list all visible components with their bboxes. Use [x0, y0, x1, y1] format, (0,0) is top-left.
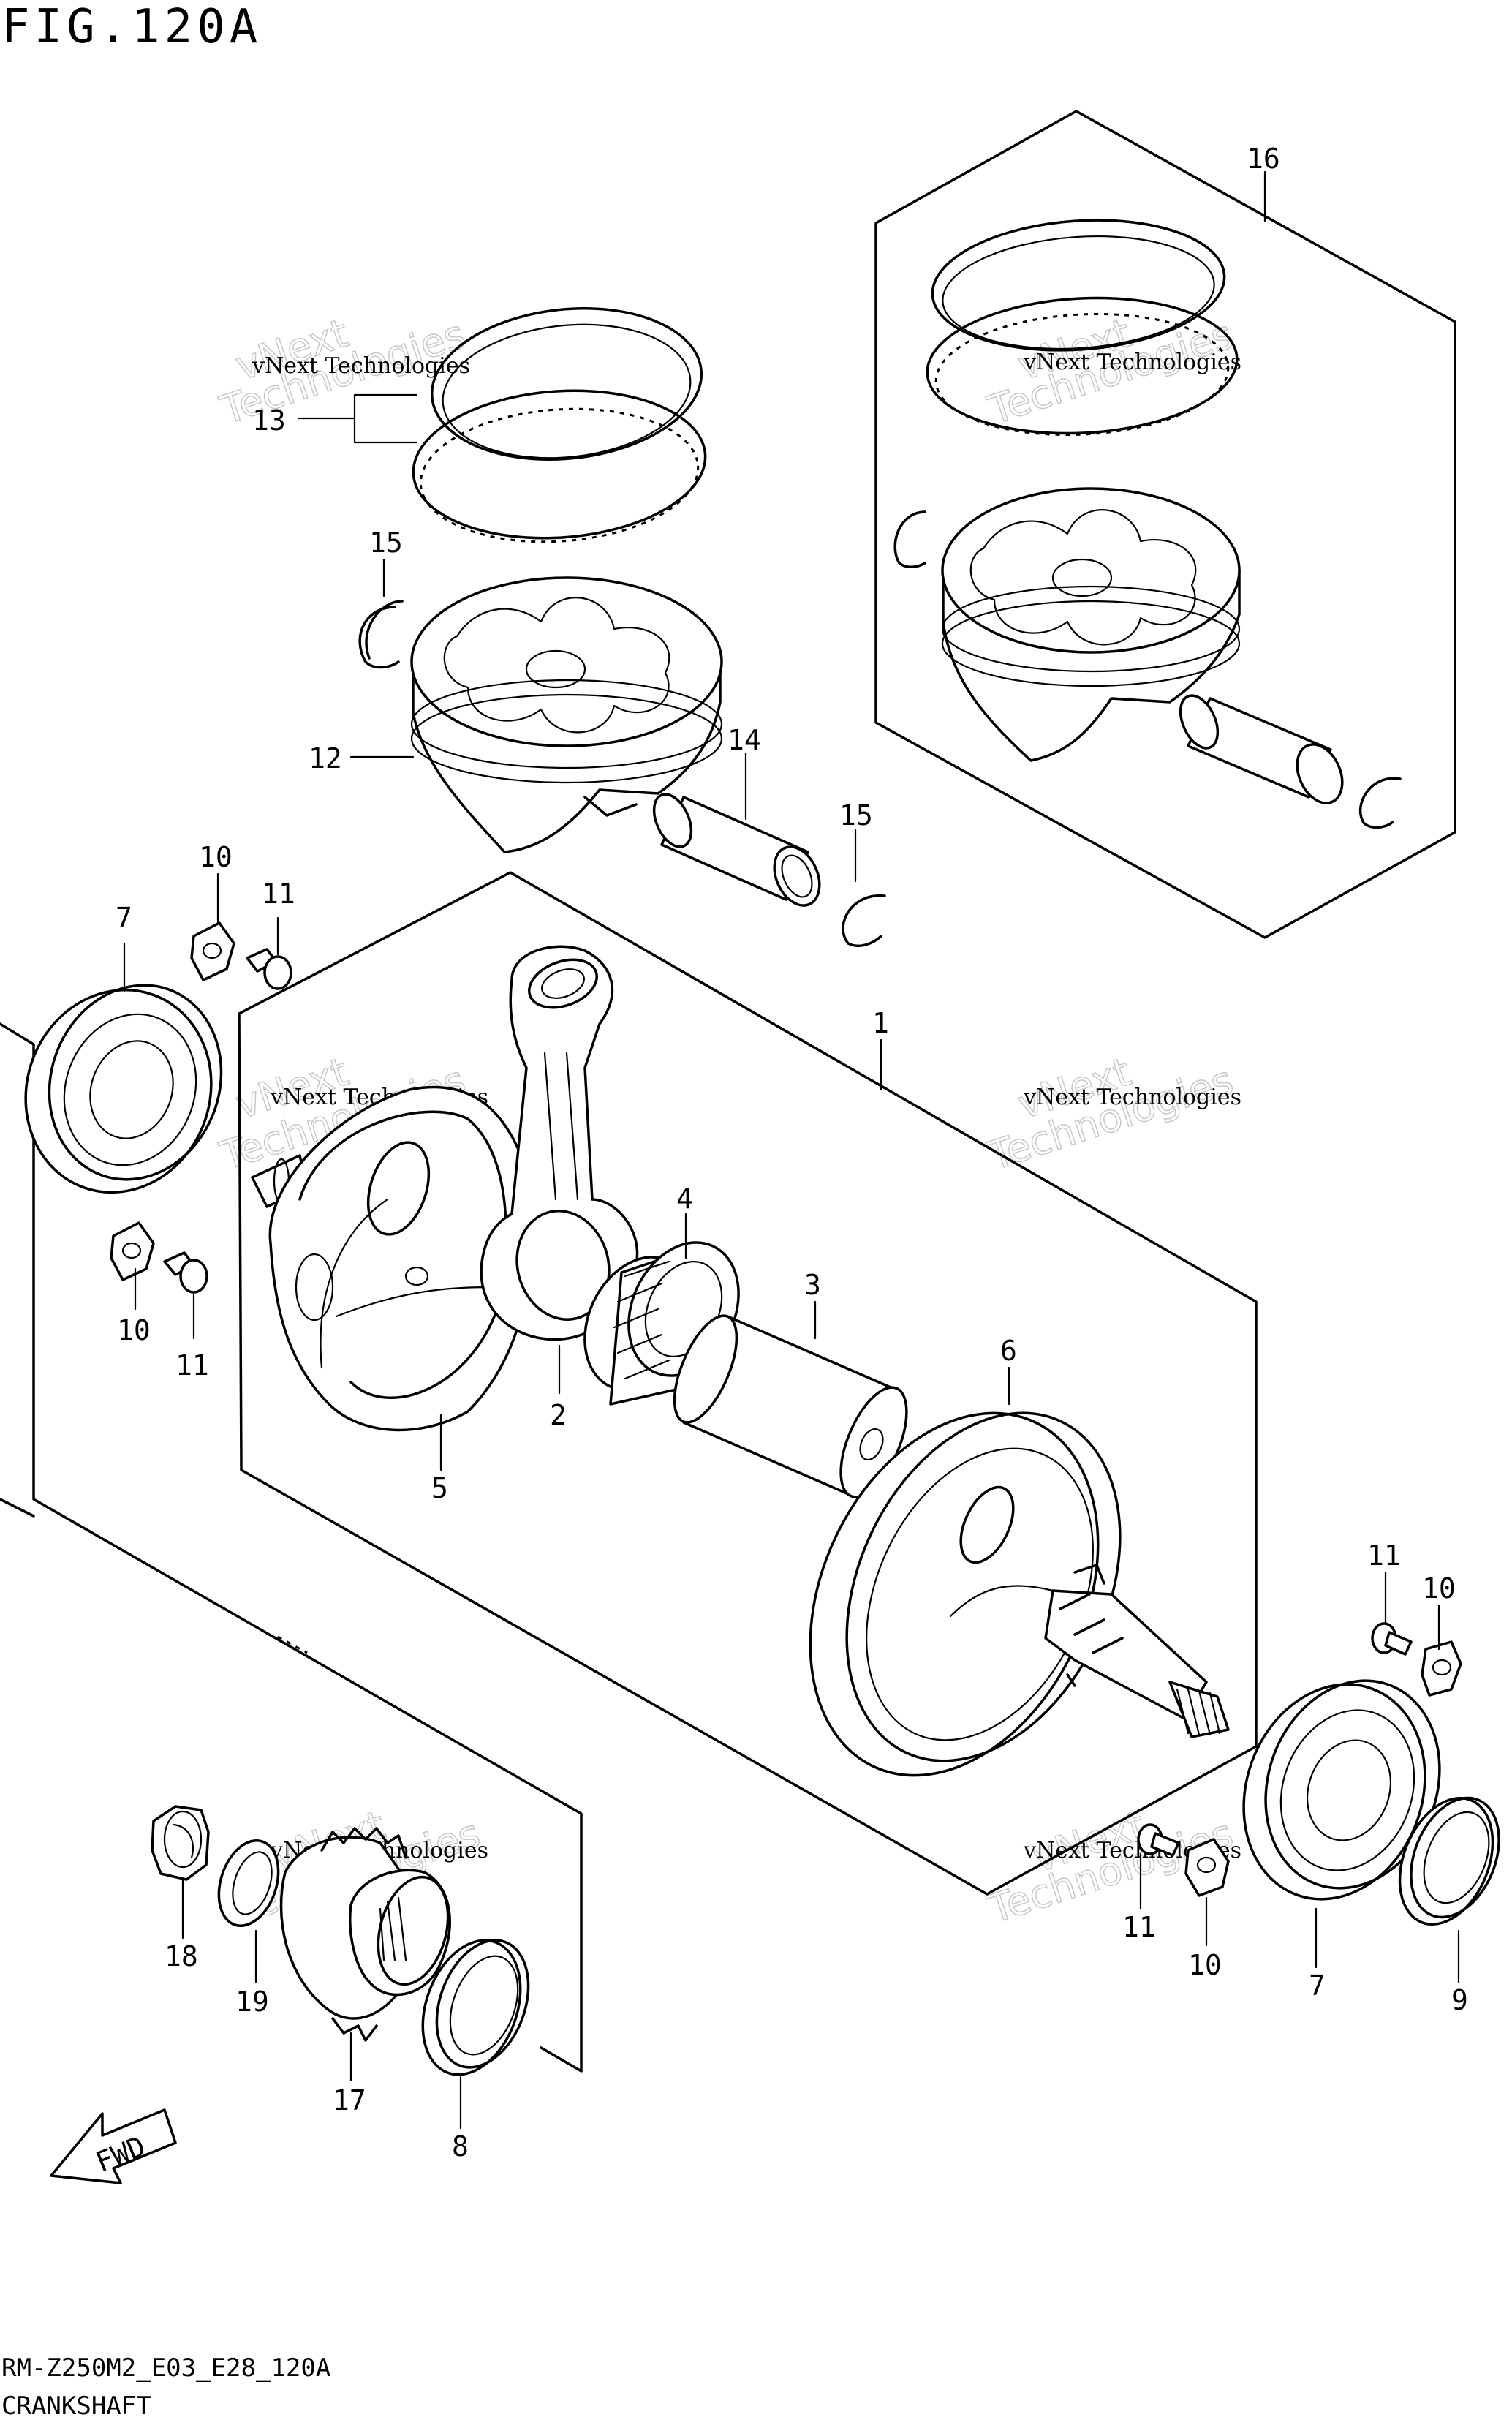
callout-8: 8 — [452, 2130, 469, 2163]
callout-7-left: 7 — [116, 902, 132, 934]
piston-assembly-group-box — [874, 110, 1456, 939]
fwd-direction-arrow: FWD — [50, 2108, 177, 2184]
outer-group-box-left — [0, 1022, 583, 2073]
model-code: RM-Z250M2_E03_E28_120A — [1, 2353, 331, 2383]
bolt-11-lower-right — [1137, 1823, 1180, 1857]
svg-text:vNext Technologies: vNext Technologies — [1023, 350, 1241, 375]
oil-seal-right — [1398, 1796, 1500, 1926]
needle-bearing — [583, 1241, 740, 1406]
washer-10-top-left — [190, 921, 235, 981]
crank-bearing-right — [1242, 1679, 1441, 1901]
piston-pin — [652, 793, 821, 907]
callout-14: 14 — [727, 724, 761, 756]
washer-10-mid-left — [110, 1221, 155, 1281]
piston — [410, 576, 723, 853]
figure-title: FIG.120A — [1, 0, 262, 54]
piston-ring-set — [412, 306, 707, 543]
crank-bearing-left — [24, 984, 223, 1194]
leader-lines — [123, 170, 1460, 2130]
crankshaft-assembly-group-box — [238, 871, 1258, 1896]
callout-4: 4 — [676, 1183, 693, 1215]
callout-11-lower-right: 11 — [1122, 1911, 1156, 1943]
crank-nut — [151, 1805, 210, 1881]
callout-15-right: 15 — [839, 799, 873, 832]
outer-group-box-lip — [0, 1498, 35, 1518]
callout-10-lower-right: 10 — [1188, 1949, 1222, 1981]
section-name: CRANKSHAFT — [1, 2391, 151, 2421]
circlip-left — [358, 606, 400, 669]
crank-wheel-right — [809, 1411, 1230, 1777]
callout-1: 1 — [872, 1007, 889, 1039]
callout-13: 13 — [252, 404, 286, 437]
oil-seal-left — [421, 1939, 530, 2076]
crank-pin — [673, 1314, 908, 1498]
callout-labels: 16 13 15 12 14 15 10 11 7 1 4 3 6 10 11 … — [116, 143, 1468, 2163]
bolt-11-mid-left — [163, 1251, 208, 1294]
thrust-washer — [217, 1839, 280, 1928]
callout-10-right: 10 — [1422, 1572, 1456, 1605]
callout-18: 18 — [165, 1940, 198, 1972]
callout-11-top-left: 11 — [262, 878, 295, 910]
washer-10-right — [1421, 1640, 1462, 1697]
watermark-4: vNext Technologies vNext Technologies — [982, 1048, 1241, 1180]
watermark-2: vNext Technologies vNext Technologies — [982, 309, 1241, 434]
callout-3: 3 — [804, 1269, 821, 1301]
circlip-right — [842, 894, 886, 947]
callout-11-mid-left: 11 — [175, 1349, 209, 1381]
callout-7-right: 7 — [1309, 1969, 1326, 2002]
callout-16: 16 — [1247, 143, 1280, 175]
callout-12: 12 — [309, 742, 342, 774]
outer-group-box-break — [277, 1635, 308, 1654]
callout-10-mid-left: 10 — [117, 1314, 151, 1346]
callout-5: 5 — [431, 1472, 448, 1504]
primary-drive-gear — [279, 1827, 451, 2042]
callout-17: 17 — [333, 2084, 366, 2116]
bolt-11-right — [1371, 1622, 1413, 1656]
piston-set — [893, 219, 1402, 829]
top-piston-ring — [430, 306, 703, 461]
callout-19: 19 — [235, 1986, 269, 2018]
svg-text:vNext Technologies: vNext Technologies — [1023, 1085, 1241, 1110]
connecting-rod — [480, 945, 639, 1341]
washer-10-lower-right — [1184, 1838, 1230, 1897]
callout-2: 2 — [550, 1399, 567, 1431]
callout-9: 9 — [1451, 1984, 1468, 2016]
callout-15-left: 15 — [369, 527, 403, 559]
callout-6: 6 — [1000, 1335, 1017, 1367]
second-piston-ring — [412, 389, 707, 540]
callout-10-top-left: 10 — [199, 841, 233, 873]
bolt-11-top-left — [246, 948, 292, 990]
svg-text:vNext Technologies: vNext Technologies — [252, 353, 470, 379]
callout-11-right: 11 — [1367, 1539, 1401, 1572]
